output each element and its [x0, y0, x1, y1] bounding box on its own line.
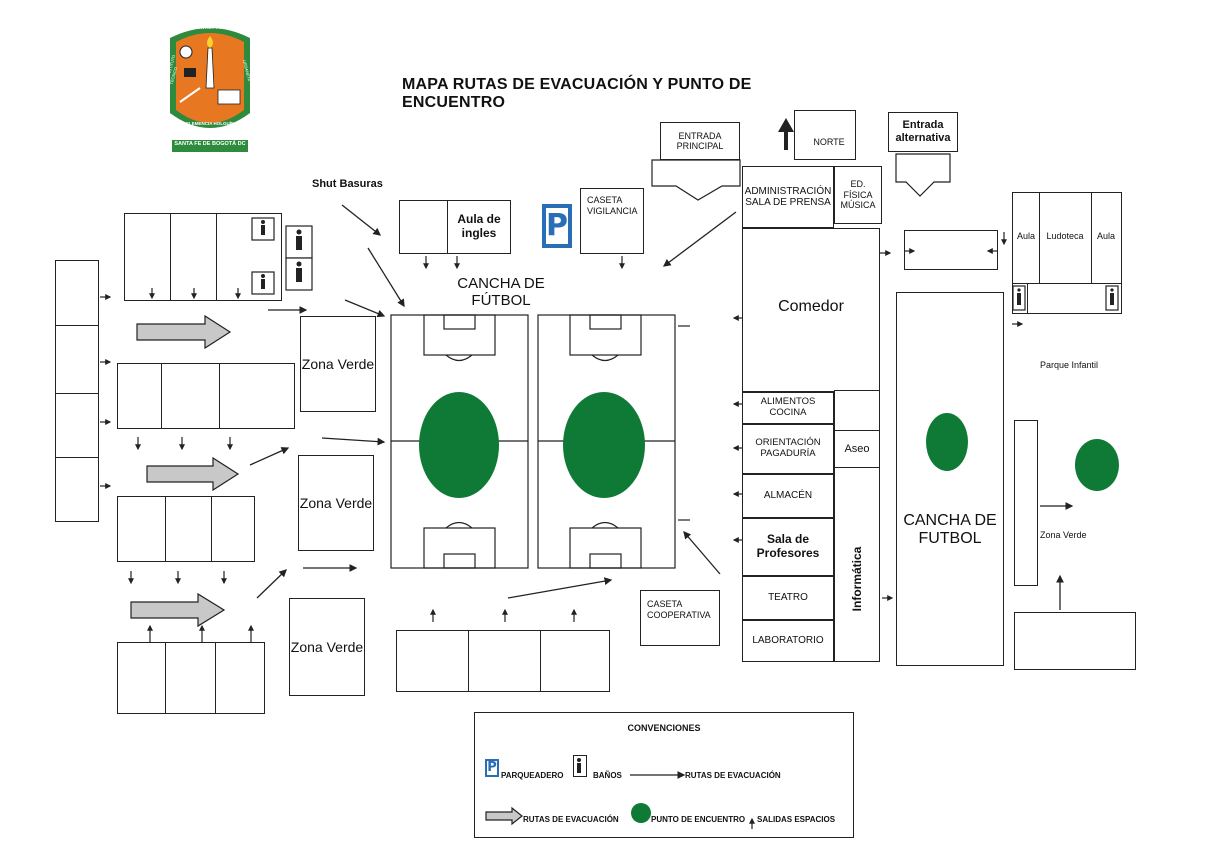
- school-shield-icon: [170, 28, 250, 152]
- entrada-alternativa-label: Entrada alternativa: [895, 119, 951, 144]
- legend-punto-encuentro-label: PUNTO DE ENCUENTRO: [651, 815, 746, 824]
- sala-profesores-label: Sala de Profesores: [756, 532, 820, 560]
- meeting-point-4: [1075, 439, 1119, 491]
- zona-verde-2-label: Zona Verde: [299, 494, 373, 511]
- orientacion-box: ORIENTACIÓN PAGADURÍA: [742, 424, 834, 474]
- legend-rutas-block-label: RUTAS DE EVACUACIÓN: [523, 815, 619, 824]
- north-arrow-icon: [778, 118, 794, 150]
- aula-ingles-label: Aula de ingles: [457, 212, 501, 240]
- aula-ingles-box: Aula de ingles: [399, 200, 511, 254]
- legend-parking-icon: P: [485, 759, 499, 777]
- zona-verde-right-label: Zona Verde: [1040, 530, 1087, 540]
- bottom-building: [396, 630, 610, 692]
- logo-top-text: DIOS PATRIA Y HOGAR: [182, 25, 238, 31]
- parking-sign-icon: P: [542, 204, 572, 248]
- caseta-cooperativa-box: CASETA COOPERATIVA: [640, 590, 720, 646]
- comedor-label: Comedor: [778, 297, 844, 315]
- shut-basuras-label: Shut Basuras: [312, 178, 383, 190]
- parque-infantil-label: Parque Infantil: [1040, 360, 1099, 370]
- left-building-1: [124, 213, 282, 301]
- almacen-label: ALMACÉN: [763, 490, 813, 502]
- left-building-3: [117, 496, 255, 562]
- zona-verde-right-box: [1014, 420, 1038, 586]
- left-building-4: [117, 642, 265, 714]
- meeting-point-2: [563, 392, 645, 498]
- zona-verde-3-box: Zona Verde: [289, 598, 365, 696]
- meeting-point-1: [419, 392, 499, 498]
- aula-right-label: Aula: [1096, 231, 1115, 241]
- legend-meeting-point-icon: [631, 803, 651, 823]
- informatica-label: Informática: [850, 546, 865, 612]
- zona-verde-1-box: Zona Verde: [300, 316, 376, 412]
- orientacion-label: ORIENTACIÓN PAGADURÍA: [755, 437, 821, 459]
- teatro-box: TEATRO: [742, 576, 834, 620]
- almacen-box: ALMACÉN: [742, 474, 834, 518]
- soccer-field-1: [390, 314, 529, 569]
- aseo-label: Aseo: [844, 442, 870, 455]
- block-arrow-2: [146, 456, 240, 492]
- zona-verde-2-box: Zona Verde: [298, 455, 374, 551]
- block-arrow-alternativa: [895, 153, 951, 197]
- legend-banos-label: BAÑOS: [593, 771, 622, 780]
- comedor-box: Comedor: [742, 228, 880, 392]
- ludoteca-label: Ludoteca: [1046, 231, 1084, 241]
- caseta-vigilancia-box: CASETA VIGILANCIA: [580, 188, 644, 254]
- laboratorio-label: LABORATORIO: [752, 635, 824, 647]
- soccer-field-2: [537, 314, 676, 569]
- block-arrow-3: [130, 592, 226, 628]
- legend-box: CONVENCIONES P PARQUEADERO BAÑOS RUTAS D…: [474, 712, 854, 838]
- caseta-cooperativa-label: CASETA COOPERATIVA: [647, 599, 711, 620]
- legend-title: CONVENCIONES: [627, 723, 701, 733]
- zona-verde-1-label: Zona Verde: [301, 355, 375, 372]
- entrada-alternativa-box: Entrada alternativa: [888, 112, 958, 152]
- entrada-principal-box: ENTRADA PRINCIPAL: [660, 122, 740, 160]
- ludoteca-block: Aula Ludoteca Aula: [1012, 192, 1122, 314]
- ed-fisica-label: ED. FÍSICA MÚSICA: [840, 179, 876, 211]
- aseo-box: Aseo: [834, 430, 880, 468]
- caseta-vigilancia-label: CASETA VIGILANCIA: [587, 195, 638, 216]
- school-logo: DIOS PATRIA Y HOGAR COLEGIO INSTITUTO TÉ…: [160, 18, 260, 160]
- legend-salidas-label: SALIDAS ESPACIOS: [757, 815, 836, 824]
- ed-fisica-box: ED. FÍSICA MÚSICA: [834, 166, 882, 224]
- entrada-principal-label: ENTRADA PRINCIPAL: [676, 130, 724, 151]
- norte-box: [794, 110, 856, 160]
- alimentos-box: ALIMENTOS COCINA: [742, 392, 834, 424]
- norte-label: NORTE: [813, 136, 845, 147]
- right-top-box: [904, 230, 998, 270]
- cancha-futbol-2-label: CANCHA DE FUTBOL: [903, 511, 997, 547]
- legend-parqueadero-label: PARQUEADERO: [501, 771, 564, 780]
- cancha-futbol-1-label: CANCHA DE FÚTBOL: [457, 274, 545, 309]
- legend-rutas-line-label: RUTAS DE EVACUACIÓN: [685, 771, 781, 780]
- bottom-right-box: [1014, 612, 1136, 670]
- block-arrow-1: [136, 314, 232, 350]
- laboratorio-box: LABORATORIO: [742, 620, 834, 662]
- left-building-2: [117, 363, 295, 429]
- sala-profesores-box: Sala de Profesores: [742, 518, 834, 576]
- logo-bottom-text: CLEMENCIA HOLGUÍN: [185, 121, 235, 126]
- zona-verde-3-label: Zona Verde: [290, 638, 364, 655]
- block-arrow-entrada: [651, 159, 741, 201]
- alimentos-label: ALIMENTOS COCINA: [760, 396, 816, 418]
- map-title: MAPA RUTAS DE EVACUACIÓN Y PUNTO DE ENCU…: [402, 76, 752, 111]
- aula-left-label: Aula: [1016, 231, 1035, 241]
- logo-banner-text: SANTA FE DE BOGOTÁ DC: [174, 141, 246, 147]
- administracion-box: ADMINISTRACIÓN SALA DE PRENSA: [742, 166, 834, 228]
- teatro-label: TEATRO: [768, 592, 808, 604]
- parking-letter: P: [546, 207, 568, 243]
- legend-parking-letter: P: [487, 759, 497, 775]
- legend-restroom-icon: [573, 755, 587, 777]
- cancha-futbol-2-box: [896, 292, 1004, 666]
- left-column-building: [55, 260, 99, 522]
- administracion-label: ADMINISTRACIÓN SALA DE PRENSA: [744, 185, 832, 209]
